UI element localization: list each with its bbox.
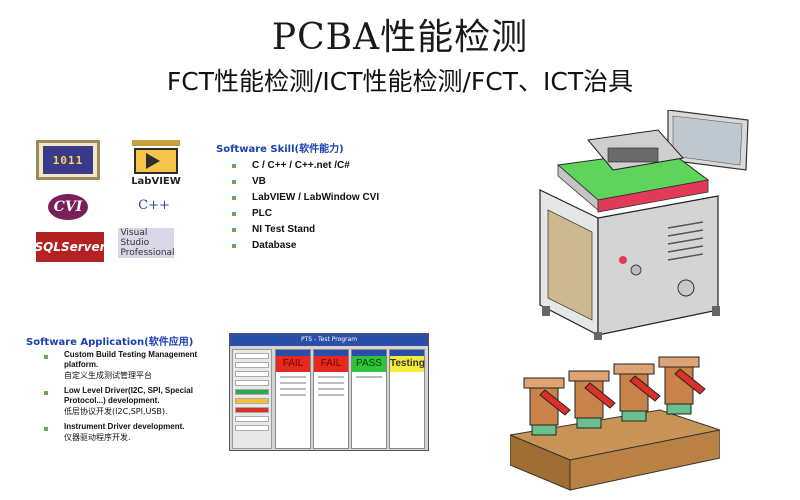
list-item: PLC <box>232 206 379 222</box>
labview-logo: LabVIEW <box>130 138 182 188</box>
software-application-list: Custom Build Testing Management platform… <box>44 350 204 448</box>
software-application-heading: Software Application(软件应用) <box>26 337 194 348</box>
bullet-icon <box>232 196 236 200</box>
page-subtitle: FCT性能检测/ICT性能检测/FCT、ICT治具 <box>166 67 634 96</box>
list-item: NI Test Stand <box>232 222 379 238</box>
status-badge: FAIL <box>314 356 348 372</box>
software-skill-list: C / C++ / C++.net /C# VB LabVIEW / LabWi… <box>232 158 379 254</box>
bullet-icon <box>232 212 236 216</box>
test-slot-4: Testing <box>389 349 425 449</box>
list-item: C / C++ / C++.net /C# <box>232 158 379 174</box>
list-item: Custom Build Testing Management platform… <box>44 350 204 382</box>
bullet-icon <box>44 427 48 431</box>
list-item: LabVIEW / LabWindow CVI <box>232 190 379 206</box>
test-program-title: PTS - Test Program <box>230 334 428 346</box>
ni-logo: 1011 <box>36 140 100 180</box>
cpp-logo: C++ <box>138 197 170 213</box>
cvi-logo: CVI <box>44 192 92 222</box>
bullet-icon <box>232 180 236 184</box>
test-slot-3: PASS <box>351 349 387 449</box>
status-badge: FAIL <box>276 356 310 372</box>
fixture-4 <box>658 356 706 415</box>
status-badge: PASS <box>352 356 386 372</box>
test-machine-illustration <box>539 110 749 340</box>
cabinet-side <box>597 195 719 336</box>
software-skill-heading: Software Skill(软件能力) <box>216 144 344 155</box>
sql-server-logo: SQLServer <box>34 232 106 262</box>
bullet-icon <box>44 391 48 395</box>
status-badge: Testing <box>390 356 425 372</box>
bullet-icon <box>44 355 48 359</box>
list-item: VB <box>232 174 379 190</box>
fixture-1 <box>523 377 571 436</box>
test-program-sidebar <box>232 349 272 449</box>
list-item: Database <box>232 238 379 254</box>
red-band <box>597 179 709 213</box>
fixture-3 <box>613 363 661 422</box>
fixture-2 <box>568 370 616 429</box>
list-item: Low Level Driver(I2C, SPI, Special Proto… <box>44 386 204 418</box>
fct-fixture-illustration <box>510 356 720 491</box>
test-slot-1: FAIL <box>275 349 311 449</box>
visual-studio-logo: Visual Studio Professional <box>118 228 175 258</box>
bullet-icon <box>232 164 236 168</box>
visual-studio-label: Visual Studio Professional <box>120 228 175 258</box>
sql-server-label: SQLServer <box>34 240 106 254</box>
bullet-icon <box>232 244 236 248</box>
labview-label: LabVIEW <box>131 175 181 187</box>
bullet-icon <box>232 228 236 232</box>
test-program-window: PTS - Test Program FAIL FAIL PASS Testin… <box>229 333 429 451</box>
cvi-label: CVI <box>48 194 88 220</box>
list-item: Instrument Driver development. 仪器驱动程序开发. <box>44 422 204 444</box>
page-title: PCBA性能检测 <box>271 17 529 58</box>
test-slot-2: FAIL <box>313 349 349 449</box>
